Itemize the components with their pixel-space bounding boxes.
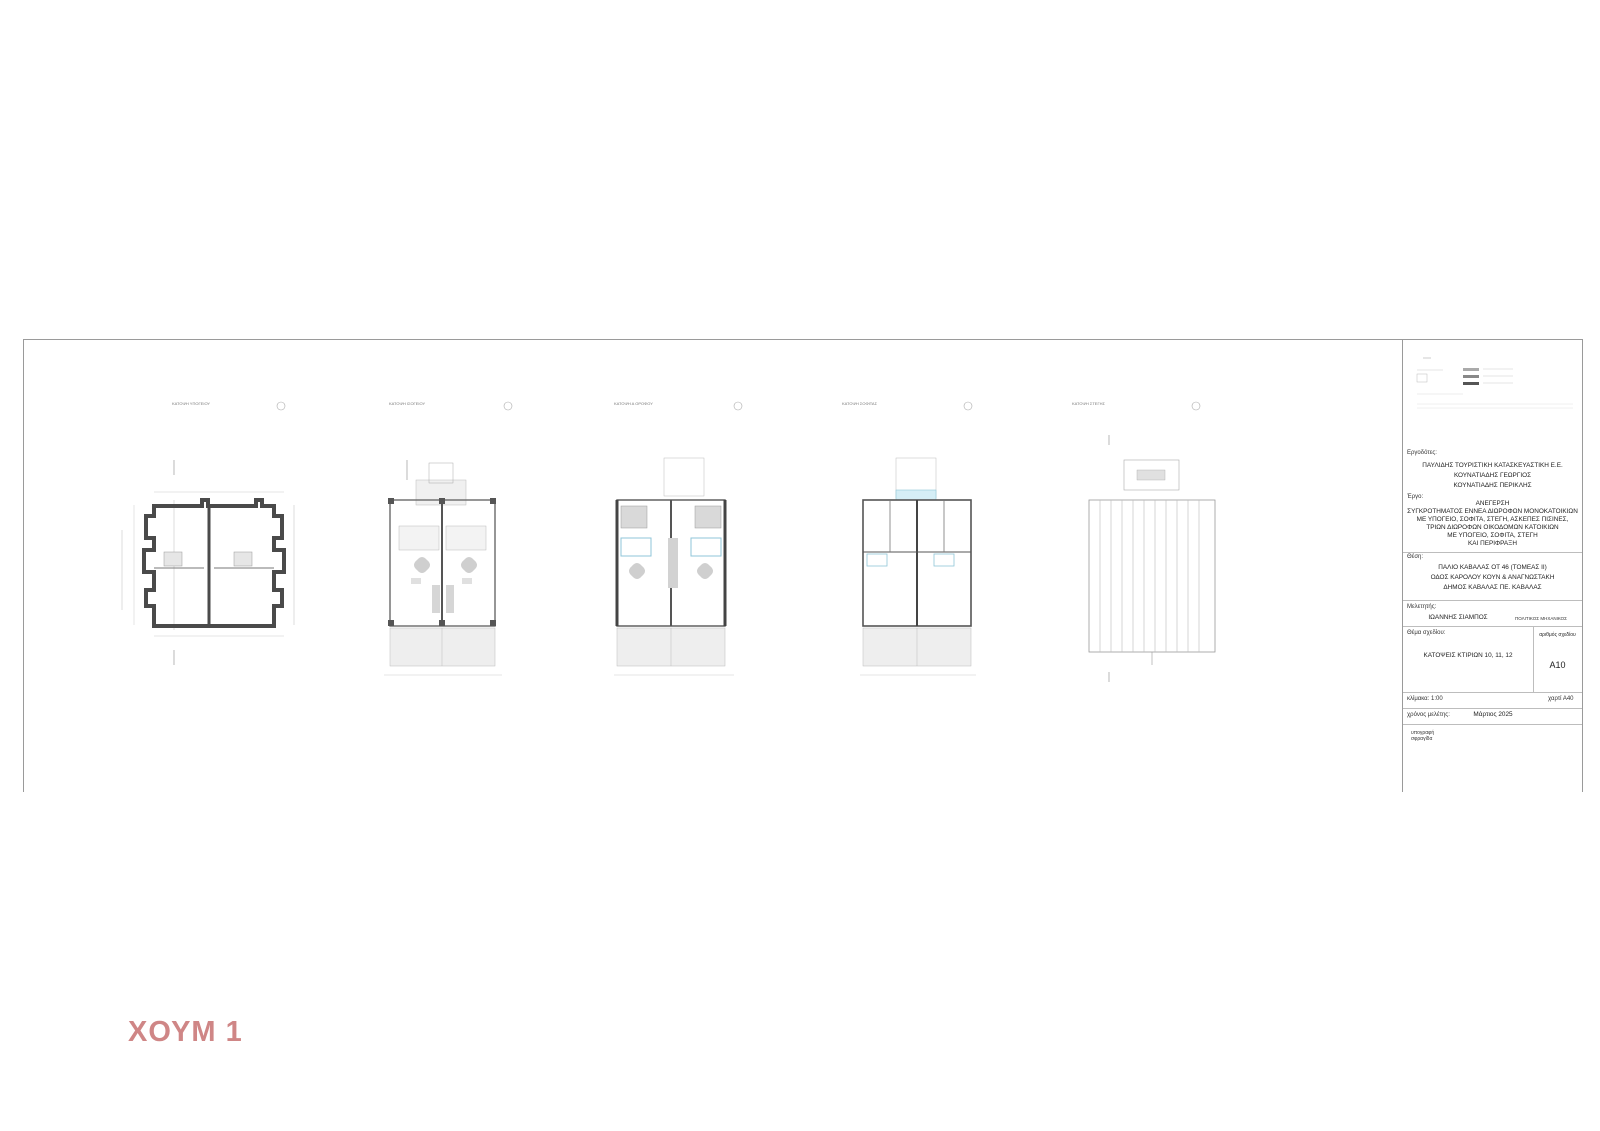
project-line-3: ΜΕ ΥΠΟΓΕΙΟ, ΣΟΦΙΤΑ, ΣΤΕΓΗ, ΑΣΚΕΠΕΣ ΠΙΣΙΝ… <box>1416 516 1569 523</box>
scale-label: κλίμακα: 1:00 <box>1407 696 1443 702</box>
plan-first-floor: ΚΑΤΟΨΗ Α ΟΡΟΦΟΥ <box>614 401 743 676</box>
project-line-6: ΚΑΙ ΠΕΡΙΦΡΑΞΗ <box>1468 540 1517 547</box>
study-date: Μάρτιος 2025 <box>1473 711 1513 718</box>
designer-label: Μελετητής: <box>1407 604 1437 610</box>
plan-ground-floor: ΚΑΤΟΨΗ ΙΣΟΓΕΙΟΥ <box>384 401 513 676</box>
drawing-sheet: ΚΑΤΟΨΗ ΥΠΟΓΕΙΟΥ ΚΑΤΟΨΗ ΙΣΟΓΕΙΟΥ <box>23 339 1583 792</box>
project-line-2: ΣΥΓΚΡΟΤΗΜΑΤΟΣ ΕΝΝΕΑ ΔΙΩΡΟΦΩΝ ΜΟΝΟΚΑΤΟΙΚΙ… <box>1407 508 1578 515</box>
drawing-number-label: αριθμός σχεδίου <box>1539 632 1576 638</box>
drawing-subject: ΚΑΤΟΨΕΙΣ ΚΤΙΡΙΩΝ 10, 11, 12 <box>1423 652 1513 659</box>
legend-graphic <box>1416 357 1573 409</box>
project-label: Έργο: <box>1407 494 1424 500</box>
project-line-1: ΑΝΕΓΕΡΣΗ <box>1475 500 1510 507</box>
designer-role: ΠΟΛΙΤΙΚΟΣ ΜΗΧΑΝΙΚΟΣ <box>1515 616 1567 621</box>
signature-label: υπογραφή σφραγίδα <box>1411 730 1435 742</box>
plan-attic: ΚΑΤΟΨΗ ΣΟΦΙΤΑΣ <box>842 401 976 676</box>
location-line-2: ΟΔΟΣ ΚΑΡΟΛΟΥ ΚΟΥΝ & ΑΝΑΓΝΩΣΤΑΚΗ <box>1430 574 1555 581</box>
date-label: χρόνος μελέτης: <box>1407 712 1450 718</box>
svg-text:ΚΑΤΟΨΗ ΙΣΟΓΕΙΟΥ: ΚΑΤΟΨΗ ΙΣΟΓΕΙΟΥ <box>389 401 426 406</box>
client-label: Εργοδότες: <box>1407 450 1437 456</box>
designer-name: ΙΩΑΝΝΗΣ ΣΙΑΜΠΟΣ <box>1428 614 1488 621</box>
drawing-number: Α10 <box>1549 660 1566 670</box>
project-line-4: ΤΡΙΩΝ ΔΙΩΡΟΦΩΝ ΟΙΚΟΔΟΜΩΝ ΚΑΤΟΙΚΙΩΝ <box>1426 524 1559 531</box>
svg-text:ΚΑΤΟΨΗ ΣΟΦΙΤΑΣ: ΚΑΤΟΨΗ ΣΟΦΙΤΑΣ <box>842 401 878 406</box>
svg-text:ΚΑΤΟΨΗ ΣΤΕΓΗΣ: ΚΑΤΟΨΗ ΣΤΕΓΗΣ <box>1072 401 1106 406</box>
floor-plan-drawings: ΚΑΤΟΨΗ ΥΠΟΓΕΙΟΥ ΚΑΤΟΨΗ ΙΣΟΓΕΙΟΥ <box>121 401 1216 682</box>
plan-basement: ΚΑΤΟΨΗ ΥΠΟΓΕΙΟΥ <box>121 401 295 665</box>
svg-text:ΚΑΤΟΨΗ ΥΠΟΓΕΙΟΥ: ΚΑΤΟΨΗ ΥΠΟΓΕΙΟΥ <box>172 401 210 406</box>
svg-text:ΚΑΤΟΨΗ Α ΟΡΟΦΟΥ: ΚΑΤΟΨΗ Α ΟΡΟΦΟΥ <box>614 401 653 406</box>
plan-roof: ΚΑΤΟΨΗ ΣΤΕΓΗΣ <box>1072 401 1216 682</box>
location-line-1: ΠΑΛΙΟ ΚΑΒΑΛΑΣ ΟΤ 46 (ΤΟΜΕΑΣ II) <box>1438 564 1547 571</box>
title-block: Εργοδότες: ΠΑΥΛΙΔΗΣ ΤΟΥΡΙΣΤΙΚΗ ΚΑΤΑΣΚΕΥΑ… <box>1402 340 1582 792</box>
paper-size: χαρτί Α40 <box>1548 696 1574 702</box>
page-watermark: ΧΟΥΜ 1 <box>128 1016 243 1048</box>
client-line-1: ΠΑΥΛΙΔΗΣ ΤΟΥΡΙΣΤΙΚΗ ΚΑΤΑΣΚΕΥΑΣΤΙΚΗ Ε.Ε. <box>1422 462 1563 469</box>
subject-label: Θέμα σχεδίου: <box>1407 630 1446 636</box>
location-label: Θέση: <box>1407 554 1424 560</box>
project-line-5: ΜΕ ΥΠΟΓΕΙΟ, ΣΟΦΙΤΑ, ΣΤΕΓΗ <box>1447 532 1538 539</box>
client-line-2: ΚΟΥΝΑΤΙΑΔΗΣ ΓΕΩΡΓΙΟΣ <box>1453 472 1532 479</box>
client-line-3: ΚΟΥΝΑΤΙΑΔΗΣ ΠΕΡΙΚΛΗΣ <box>1453 482 1532 489</box>
location-line-3: ΔΗΜΟΣ ΚΑΒΑΛΑΣ ΠΕ. ΚΑΒΑΛΑΣ <box>1443 584 1542 591</box>
